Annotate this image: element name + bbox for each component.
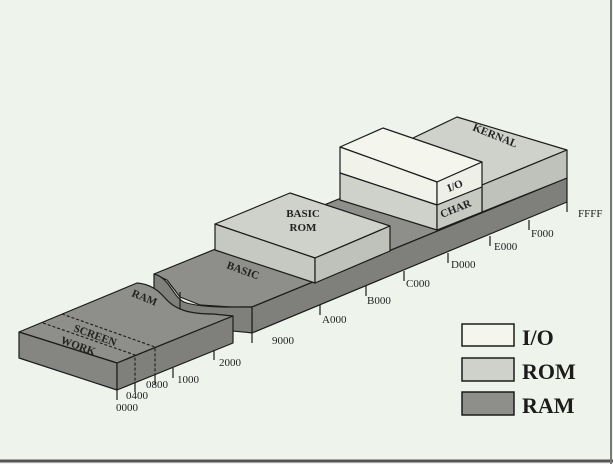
ram-front-face bbox=[116, 315, 234, 391]
legend: I/O ROM RAM bbox=[461, 323, 576, 418]
screen-boundary-0800 bbox=[61, 313, 156, 375]
label-basic-rom-2: ROM bbox=[290, 222, 318, 234]
tick-label-0800: 0800 bbox=[146, 379, 169, 391]
tick-label-D000: D000 bbox=[451, 259, 476, 271]
tick-label-F000: F000 bbox=[531, 228, 554, 240]
label-basic-rom-1: BASIC bbox=[286, 208, 320, 220]
basic-rom-front bbox=[314, 225, 391, 284]
tick-label-B000: B000 bbox=[367, 295, 391, 307]
ram-top-face bbox=[18, 282, 234, 364]
tick-label-2000: 2000 bbox=[219, 357, 242, 369]
label-io: I/O bbox=[446, 178, 466, 195]
tick-label-9000: 9000 bbox=[272, 335, 295, 347]
tick-label-0000: 0000 bbox=[116, 402, 139, 414]
basic-rom-block bbox=[214, 192, 391, 284]
legend-swatch-ram bbox=[461, 391, 515, 416]
legend-label-io: I/O bbox=[522, 325, 554, 350]
io-char-block bbox=[339, 127, 483, 231]
legend-label-rom: ROM bbox=[522, 359, 576, 384]
screen-boundary-0400 bbox=[42, 322, 136, 382]
legend-swatch-io bbox=[461, 323, 515, 347]
tick-label-C000: C000 bbox=[406, 278, 430, 290]
char-front bbox=[436, 186, 483, 231]
legend-swatch-rom bbox=[461, 357, 515, 382]
legend-label-ram: RAM bbox=[522, 393, 575, 418]
tick-label-E000: E000 bbox=[494, 241, 518, 253]
tick-label-A000: A000 bbox=[322, 314, 347, 326]
tick-label-1000: 1000 bbox=[177, 374, 200, 386]
tick-label-FFFF: FFFF bbox=[578, 208, 602, 220]
tick-label-0400: 0400 bbox=[126, 390, 149, 402]
low-ram-slab bbox=[18, 282, 234, 391]
